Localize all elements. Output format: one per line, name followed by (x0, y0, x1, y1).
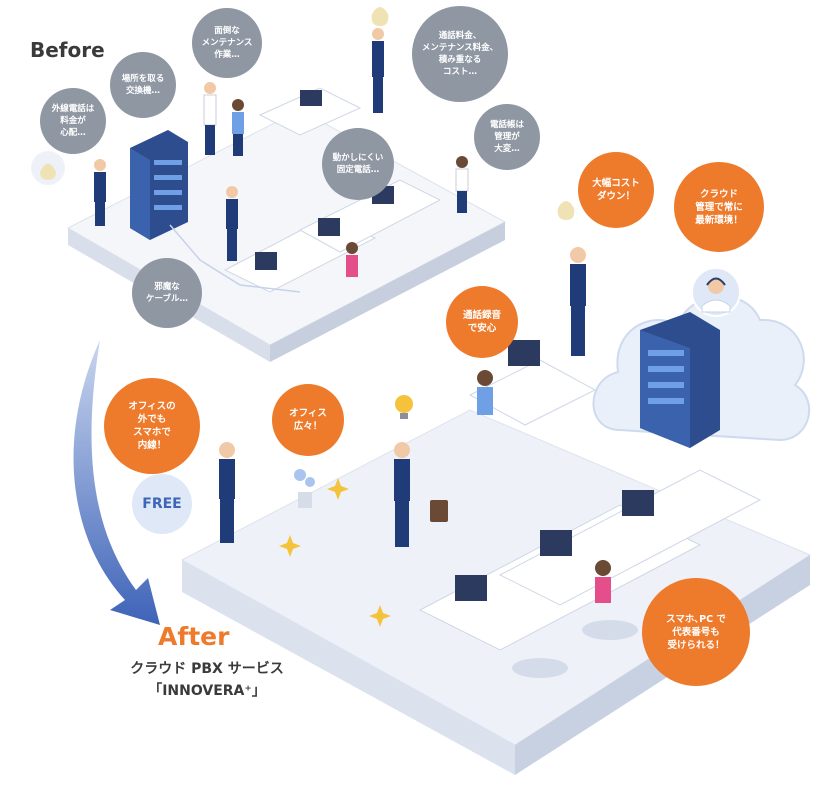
bubble-ext-call-cost: 外線電話は 料金が 心配… (40, 88, 106, 154)
bubble-call-costs: 通話料金、 メンテナンス料金、 積み重なる コスト… (412, 6, 508, 102)
bubble-phonebook: 電話帳は 管理が 大変… (474, 104, 540, 170)
bubble-cloud-latest: クラウド 管理で常に 最新環境！ (674, 162, 764, 252)
after-people (219, 247, 611, 603)
service-name: クラウド PBX サービス 「INNOVERA⁺」 (82, 658, 332, 702)
free-badge: FREE (132, 474, 192, 534)
bubble-rep-number: スマホ､PC で 代表番号も 受けられる！ (642, 578, 750, 686)
operator-avatar-icon (691, 267, 741, 317)
service-line2: 「INNOVERA⁺」 (148, 683, 266, 699)
bubble-exchange-space: 場所を取る 交換機… (110, 52, 176, 118)
cloud-server-icon (640, 312, 720, 448)
plant-icon (294, 469, 315, 508)
service-line1: クラウド PBX サービス (130, 661, 284, 677)
before-people (94, 28, 469, 277)
bubble-call-recording: 通話録音 で安心 (446, 286, 518, 358)
sparkle-icons (279, 478, 391, 627)
before-label: Before (30, 38, 105, 62)
after-label: After (158, 622, 230, 651)
exchange-server-icon (130, 130, 188, 240)
bubble-maintenance: 面倒な メンテナンス 作業… (192, 8, 262, 78)
money-bag-icon (31, 151, 65, 185)
bubble-smartphone-extension: オフィスの 外でも スマホで 内線！ (104, 378, 200, 474)
lightbulb-icon (395, 395, 413, 419)
money-bag-raised-icon (371, 7, 575, 220)
before-after-arrow (73, 340, 160, 625)
after-desks (418, 340, 762, 678)
bubble-fixed-phone: 動かしにくい 固定電話… (322, 128, 394, 200)
bubble-office-spacious: オフィス 広々！ (272, 384, 344, 456)
bubble-cost-down: 大幅コスト ダウン！ (578, 152, 654, 228)
bubble-cables: 邪魔な ケーブル… (132, 258, 202, 328)
